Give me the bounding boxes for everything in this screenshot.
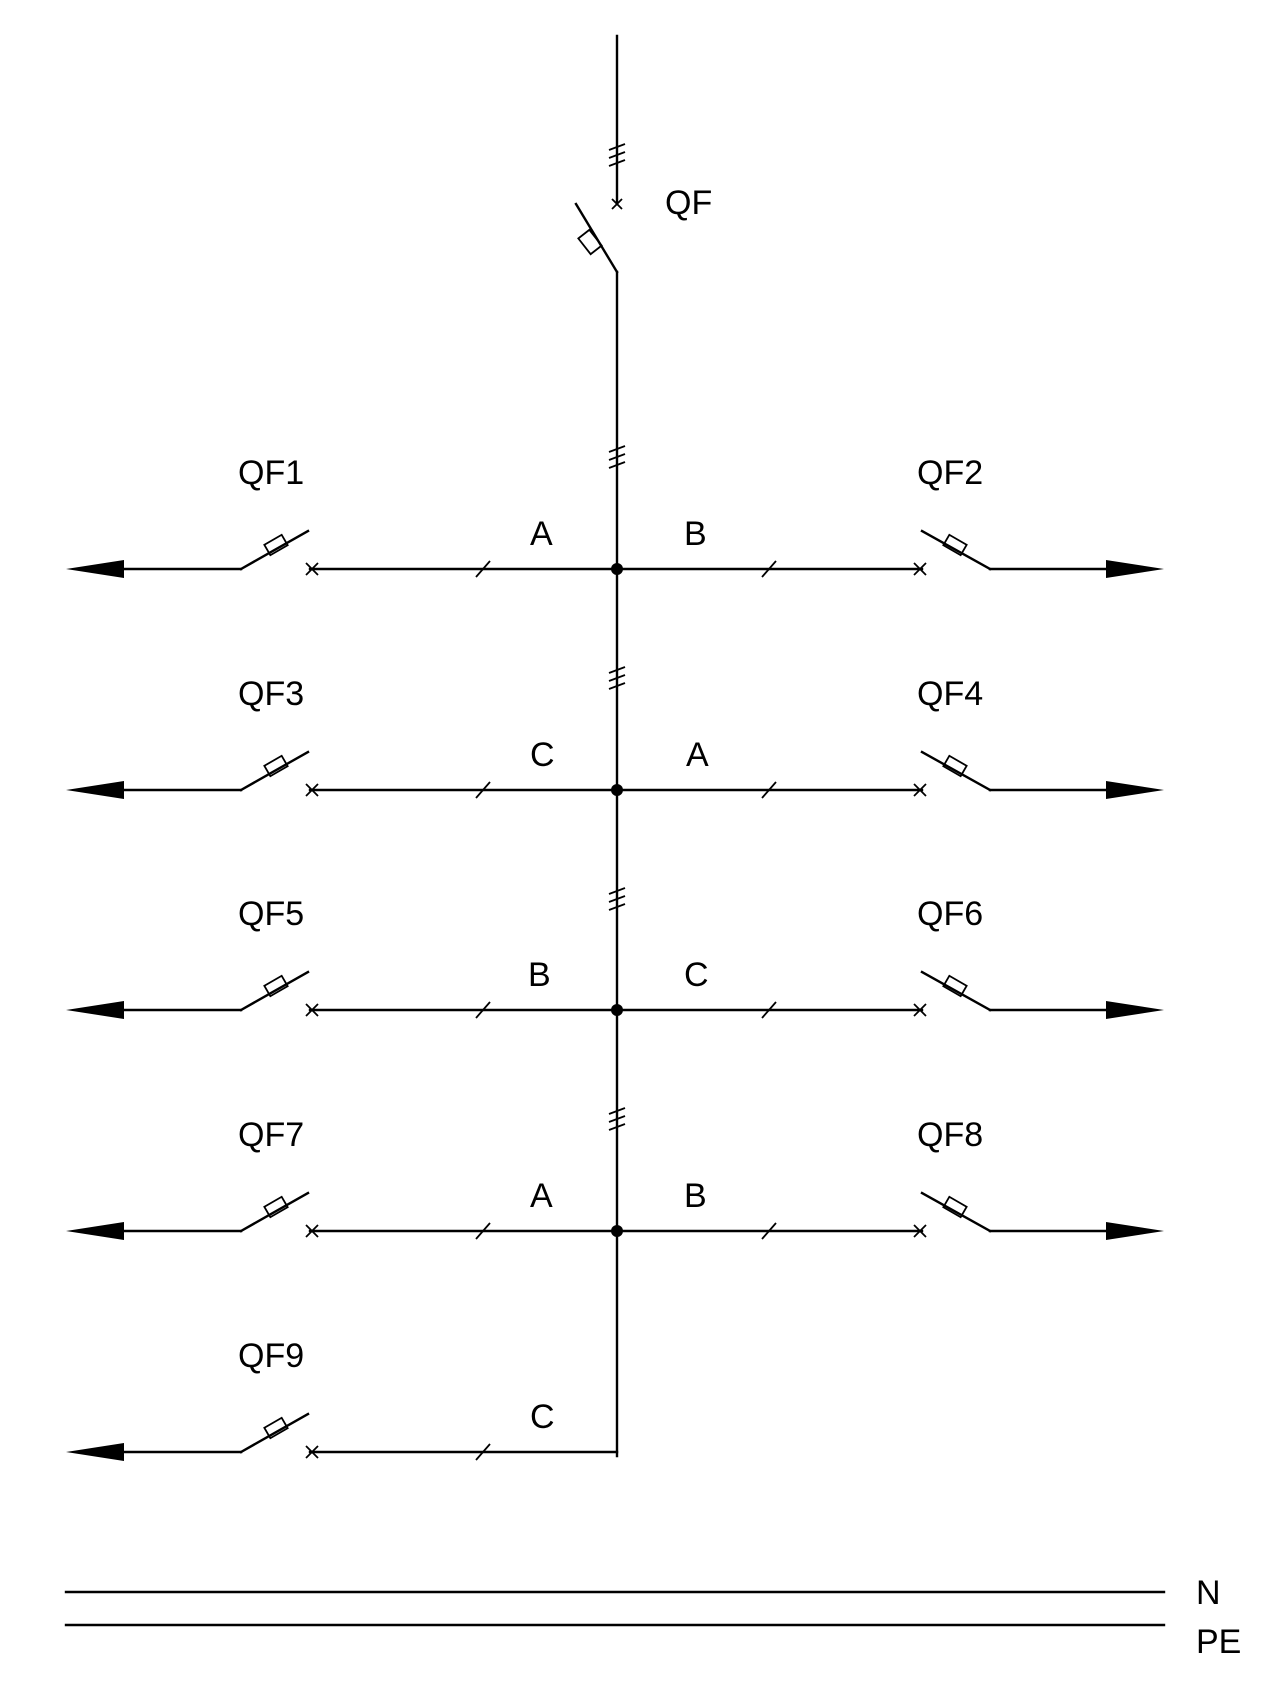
protective-earth-bus: PE [64,1623,1241,1661]
right-feeder: QF2 B [615,454,1164,578]
breaker-label: QF5 [238,895,304,933]
breaker-label: QF2 [917,454,983,492]
right-feeder: QF8 B [615,1116,1164,1240]
left-feeder: QF7 A [66,1116,619,1240]
phase-label: C [684,956,709,994]
breaker-label: QF9 [238,1337,304,1375]
left-feeder: QF9 C [66,1337,619,1461]
feeder-row: QF7 A QF8 B [66,1116,1164,1240]
feeder-row: QF3 C QF4 A [66,675,1164,799]
feeder-row: QF9 C [66,1337,619,1461]
breaker-label: QF7 [238,1116,304,1154]
arrow-left-icon [66,1001,124,1019]
right-feeder: QF4 A [615,675,1164,799]
phase-label: B [684,515,707,553]
phase-label: B [684,1177,707,1215]
arrow-right-icon [1106,781,1164,799]
bus-tick-marks [608,445,626,1131]
phase-label: A [686,736,709,774]
main-feeder: QF [574,34,712,1458]
arrow-right-icon [1106,1001,1164,1019]
feeder-row: QF1 A QF2 B [66,454,1164,578]
breaker-label: QF4 [917,675,983,713]
bus-label-n: N [1196,1574,1221,1612]
phase-label: A [530,515,553,553]
breaker-label: QF6 [917,895,983,933]
arrow-left-icon [66,1222,124,1240]
arrow-right-icon [1106,1222,1164,1240]
left-feeder: QF5 B [66,895,619,1019]
arrow-right-icon [1106,560,1164,578]
phase-label: B [528,956,551,994]
right-feeder: QF6 C [615,895,1164,1019]
bus-label-pe: PE [1196,1623,1241,1661]
neutral-bus: N [64,1574,1221,1612]
phase-label: A [530,1177,553,1215]
arrow-left-icon [66,560,124,578]
arrow-left-icon [66,1443,124,1461]
phase-label: C [530,1398,555,1436]
breaker-label: QF8 [917,1116,983,1154]
feeder-row: QF5 B QF6 C [66,895,1164,1019]
breaker-label: QF1 [238,454,304,492]
main-breaker-label: QF [665,184,712,222]
phase-label: C [530,736,555,774]
breaker-label: QF3 [238,675,304,713]
arrow-left-icon [66,781,124,799]
left-feeder: QF1 A [66,454,619,578]
left-feeder: QF3 C [66,675,619,799]
